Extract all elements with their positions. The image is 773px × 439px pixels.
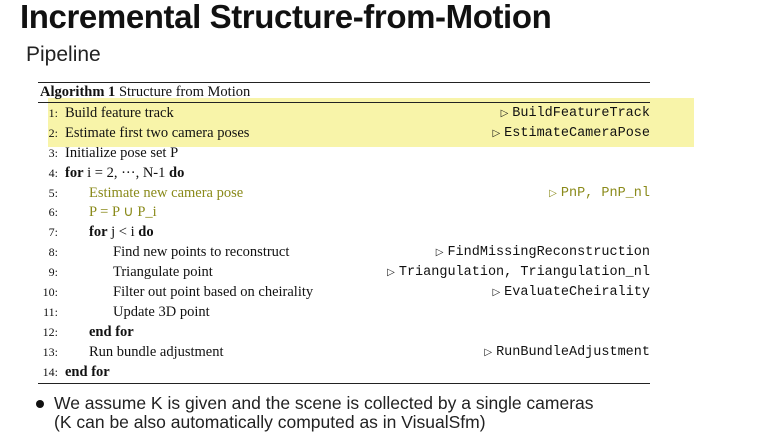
- slide-title: Incremental Structure-from-Motion: [20, 0, 552, 35]
- algorithm-line: 14: end for: [38, 363, 650, 383]
- line-statement: Estimate new camera pose: [89, 184, 243, 204]
- comment-text: RunBundleAdjustment: [496, 344, 650, 360]
- line-statement: Build feature track: [65, 104, 174, 124]
- line-number: 5:: [48, 185, 58, 200]
- line-comment: ▷RunBundleAdjustment: [484, 343, 650, 363]
- line-statement: Estimate first two camera poses: [65, 124, 249, 144]
- comment-triangle-icon: ▷: [492, 127, 501, 139]
- statement-text: Estimate new camera pose: [89, 184, 244, 201]
- line-number: 3:: [48, 145, 58, 160]
- line-number: 7:: [48, 225, 58, 240]
- line-statement: end for: [89, 323, 134, 343]
- line-statement: Triangulate point: [113, 263, 213, 283]
- line-number: 1:: [48, 106, 58, 120]
- line-comment: ▷Triangulation, Triangulation_nl: [387, 263, 650, 283]
- comment-triangle-icon: ▷: [549, 187, 557, 199]
- algorithm-line: 1: Build feature track ▷BuildFeatureTrack: [38, 104, 650, 124]
- line-statement: P = P ∪ P_i: [89, 203, 157, 223]
- statement-text: Find new points to reconstruct: [113, 244, 290, 261]
- line-comment: ▷BuildFeatureTrack: [501, 104, 650, 124]
- keyword: do: [169, 164, 185, 181]
- statement-text: Run bundle adjustment: [89, 343, 224, 360]
- comment-triangle-icon: ▷: [492, 287, 501, 299]
- algorithm-line: 10: Filter out point based on cheirality ▷…: [38, 283, 650, 303]
- algorithm-line: 12: end for: [38, 323, 650, 343]
- statement-text: P = P ∪ P_i: [89, 204, 157, 221]
- comment-text: FindMissingReconstruction: [447, 245, 650, 261]
- comment-triangle-icon: ▷: [387, 267, 395, 279]
- algorithm-line: 8: Find new points to reconstruct ▷FindMis…: [38, 243, 650, 263]
- algorithm-top-rule: [38, 82, 650, 83]
- algorithm-name: Structure from Motion: [118, 84, 251, 100]
- comment-triangle-icon: ▷: [500, 108, 509, 119]
- algorithm-line: 9: Triangulate point ▷Triangulation, Trian…: [38, 263, 650, 283]
- slide-subtitle: Pipeline: [26, 43, 101, 66]
- line-number: 6:: [48, 205, 58, 220]
- bullet-dot-icon: [36, 400, 44, 408]
- line-number: 8:: [48, 245, 58, 260]
- line-comment: ▷EstimateCameraPose: [492, 124, 650, 144]
- statement-text: j < i: [111, 224, 135, 241]
- keyword: do: [138, 224, 154, 241]
- line-statement: Update 3D point: [113, 303, 210, 323]
- algorithm-line: 11: Update 3D point: [38, 303, 650, 323]
- line-number: 4:: [48, 165, 58, 180]
- line-number: 12:: [42, 324, 58, 339]
- algorithm-box: Algorithm 1 Structure from Motion 1: Buil…: [38, 82, 650, 385]
- keyword: for: [89, 224, 108, 241]
- line-statement: for j < i do: [89, 223, 154, 243]
- bullet-text-line-1: We assume K is given and the scene is co…: [54, 393, 594, 413]
- comment-text: EstimateCameraPose: [504, 125, 650, 141]
- line-number: 13:: [42, 344, 58, 359]
- line-comment: ▷EvaluateCheirality: [492, 283, 650, 303]
- line-statement: Filter out point based on cheirality: [113, 283, 313, 303]
- line-number: 2:: [48, 125, 58, 140]
- line-number: 14:: [42, 364, 58, 379]
- comment-triangle-icon: ▷: [435, 247, 444, 259]
- line-statement: for i = 2, ···, N-1 do: [65, 164, 184, 184]
- algorithm-line: 3: Initialize pose set P: [38, 144, 650, 164]
- algorithm-bottom-rule: [38, 383, 650, 385]
- line-comment: ▷PnP, PnP_nl: [549, 184, 650, 204]
- algorithm-line: 7: for j < i do: [38, 223, 650, 243]
- algorithm-label: Algorithm 1: [40, 84, 116, 100]
- algorithm-line: 13: Run bundle adjustment ▷RunBundleAdjust…: [38, 343, 650, 363]
- statement-text: Triangulate point: [113, 264, 213, 281]
- line-number: 11:: [43, 304, 58, 319]
- comment-triangle-icon: ▷: [484, 346, 493, 358]
- line-number: 10:: [42, 285, 58, 300]
- comment-text: BuildFeatureTrack: [512, 106, 650, 121]
- bullet-text-line-2: (K can be also automatically computed as…: [54, 412, 486, 432]
- line-statement: end for: [65, 363, 110, 383]
- comment-text: Triangulation, Triangulation_nl: [398, 265, 650, 281]
- comment-text: PnP, PnP_nl: [560, 185, 650, 201]
- algorithm-header: Algorithm 1 Structure from Motion: [38, 83, 650, 103]
- highlight-band: [48, 98, 694, 147]
- statement-text: Initialize pose set P: [65, 144, 179, 161]
- statement-text: i = 2, ···, N-1: [87, 164, 166, 181]
- algorithm-line: 2: Estimate first two camera poses ▷Estima…: [38, 124, 650, 144]
- statement-text: Update 3D point: [113, 303, 210, 320]
- statement-text: Estimate first two camera poses: [65, 124, 250, 141]
- algorithm-line: 6: P = P ∪ P_i: [38, 203, 650, 223]
- line-comment: ▷FindMissingReconstruction: [436, 243, 650, 263]
- algorithm-line: 4: for i = 2, ···, N-1 do: [38, 164, 650, 184]
- algorithm-line: 5: Estimate new camera pose ▷PnP, PnP_nl: [38, 184, 650, 204]
- keyword: end for: [65, 363, 110, 380]
- keyword: end for: [89, 323, 134, 340]
- line-statement: Initialize pose set P: [65, 144, 178, 164]
- line-statement: Find new points to reconstruct: [113, 243, 289, 263]
- statement-text: Filter out point based on cheirality: [113, 284, 314, 301]
- keyword: for: [65, 164, 84, 181]
- comment-text: EvaluateCheirality: [504, 285, 650, 301]
- line-statement: Run bundle adjustment: [89, 343, 224, 363]
- line-number: 9:: [48, 265, 58, 280]
- statement-text: Build feature track: [65, 105, 174, 121]
